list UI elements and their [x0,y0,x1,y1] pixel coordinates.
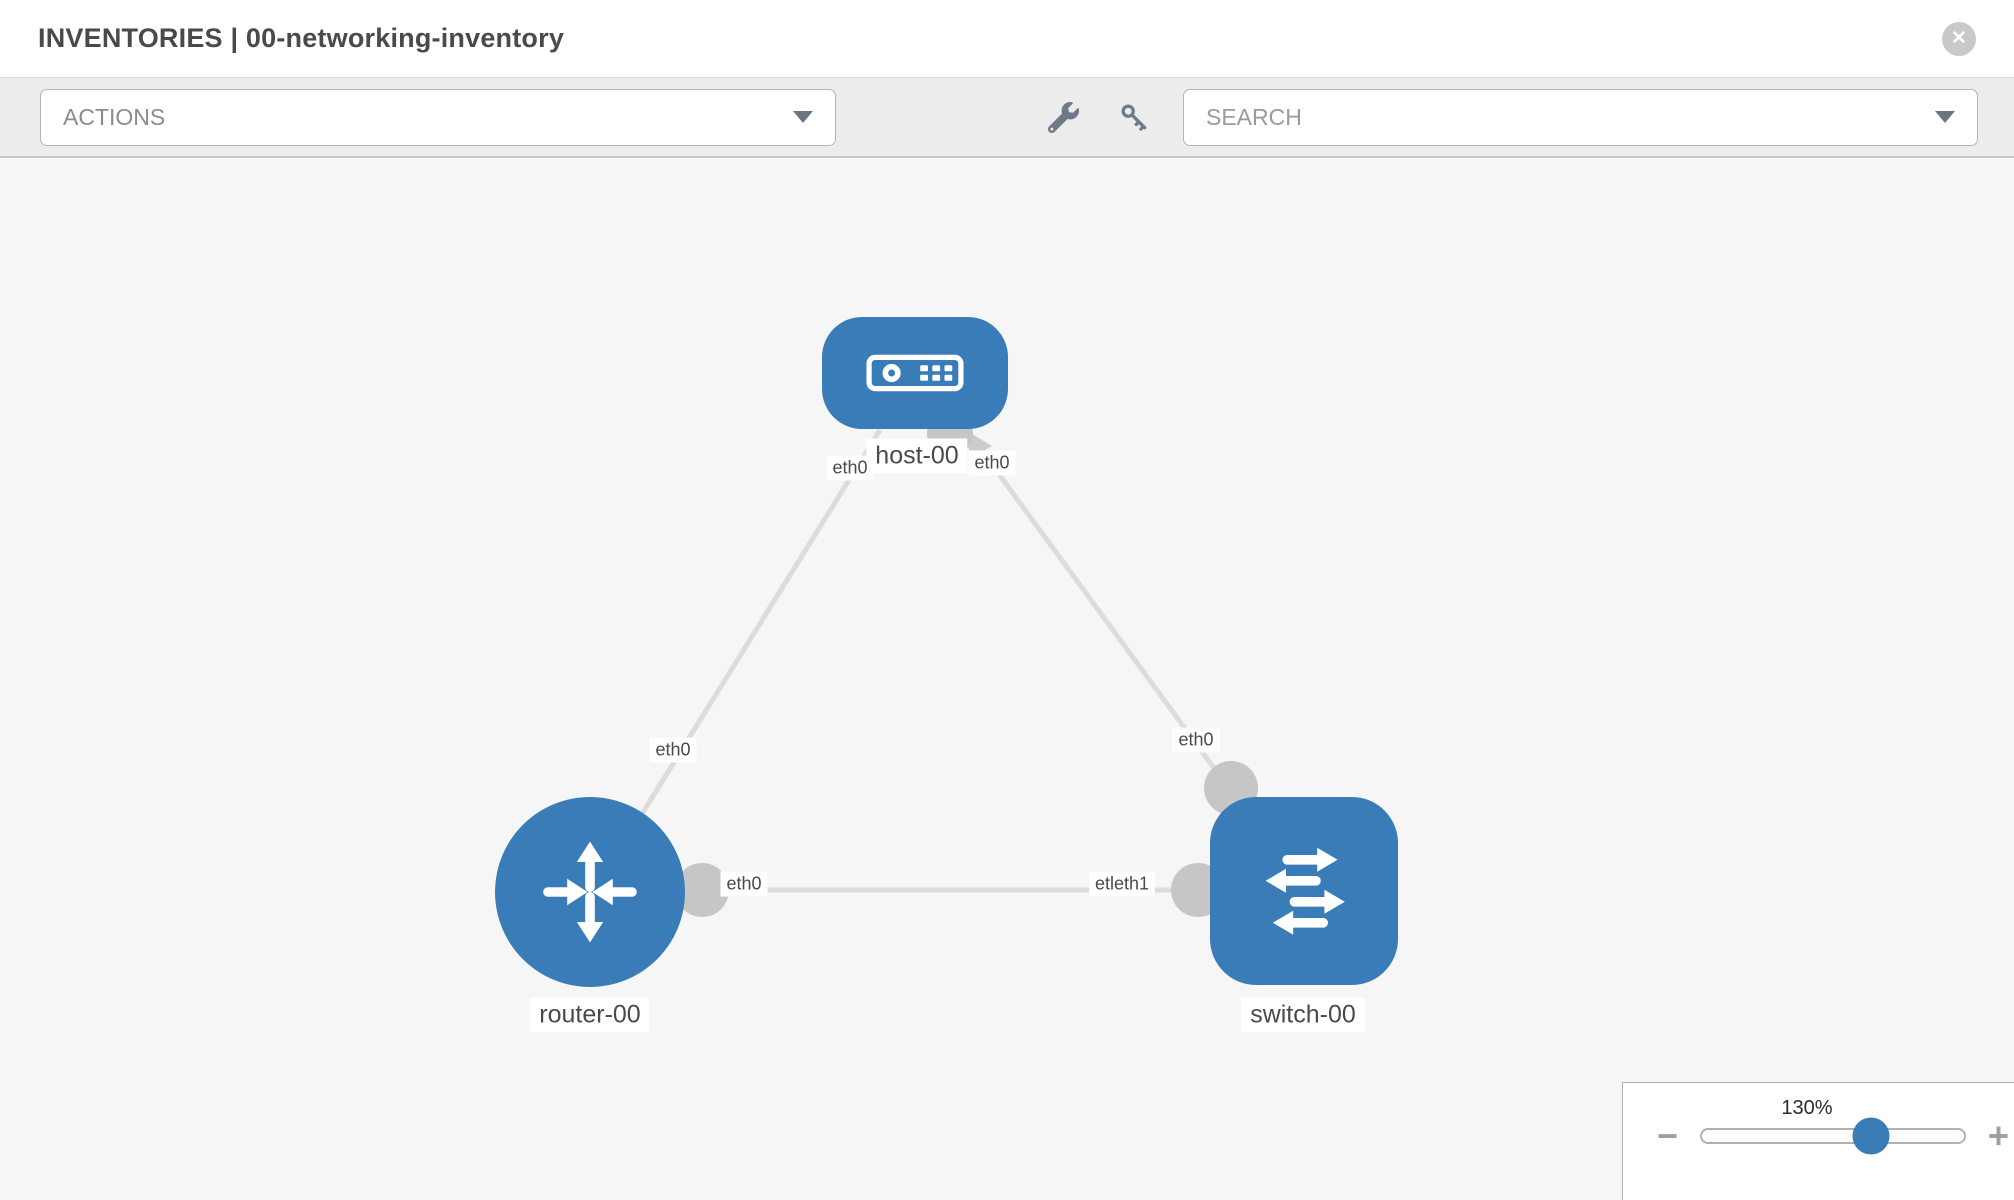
zoom-out-button[interactable]: − [1657,1115,1679,1156]
interface-label: eth0 [720,871,768,897]
switch-icon [1265,847,1345,935]
node-host-00[interactable] [822,317,1008,429]
topology-canvas[interactable]: host-00 router-00 switch-00 eth0 eth0 et… [0,158,2014,1200]
toolbar: ACTIONS SEARCH [0,77,2014,158]
key-icon[interactable] [1119,102,1150,133]
actions-dropdown[interactable]: ACTIONS [40,88,836,146]
close-button[interactable]: ✕ [1942,21,1976,56]
interface-label: eth0 [649,737,697,763]
node-label-router-00: router-00 [530,997,650,1033]
page-title: INVENTORIES | 00-networking-inventory [38,23,565,53]
toolbar-icons [1048,101,1150,133]
wrench-icon[interactable] [1048,101,1079,133]
interface-label: eth0 [826,455,874,481]
interface-dot-router-right [675,863,729,917]
chevron-down-icon [793,111,813,123]
host-icon [866,354,964,392]
interface-label-overlap: etleth1 [1088,871,1156,897]
close-icon: ✕ [1951,28,1967,49]
node-label-switch-00: switch-00 [1241,997,1365,1033]
link-host-switch [965,430,1255,822]
search-dropdown-label: SEARCH [1206,103,1302,130]
actions-dropdown-label: ACTIONS [63,103,166,130]
link-host-router [629,428,883,832]
zoom-control-panel: 130% − + [1622,1082,2014,1200]
topology-edges-layer [629,411,1258,917]
chevron-down-icon [1935,111,1955,123]
zoom-percentage: 130% [1781,1097,1833,1119]
search-dropdown[interactable]: SEARCH [1183,88,1978,146]
zoom-in-button[interactable]: + [1988,1115,2010,1156]
header: INVENTORIES | 00-networking-inventory ✕ [0,0,2014,77]
zoom-slider-thumb[interactable] [1852,1117,1890,1155]
interface-label: eth0 [968,450,1016,476]
zoom-slider-track[interactable] [1700,1117,1967,1155]
node-switch-00[interactable] [1210,797,1398,985]
interface-label: eth0 [1172,727,1220,753]
node-label-host-00: host-00 [866,438,968,474]
router-icon [543,841,637,943]
node-router-00[interactable] [495,797,685,987]
